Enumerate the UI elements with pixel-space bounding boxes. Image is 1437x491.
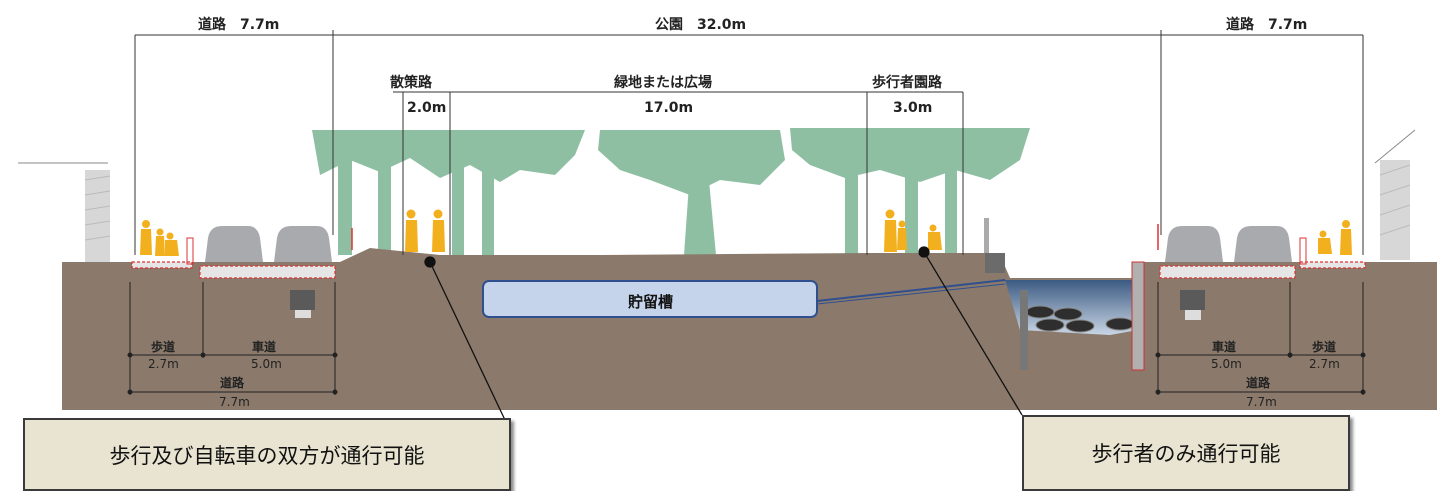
bottom-dimension-lines (127, 282, 1366, 395)
park-width-label: 公園 32.0m (655, 17, 747, 33)
left-road-label: 道路 (220, 376, 245, 390)
tank-pipe (816, 279, 1006, 302)
right-sidewalk-width: 2.7m (1309, 357, 1340, 371)
park-trees (312, 128, 1030, 255)
road-right (1159, 261, 1366, 320)
right-road-label: 道路 (1246, 376, 1271, 390)
right-road-width: 7.7m (1246, 395, 1277, 409)
left-sidewalk-label: 歩道 (151, 340, 176, 354)
storage-tank (482, 280, 818, 318)
callout-bike-and-pedestrian: 歩行及び自転車の双方が通行可能 (23, 418, 511, 491)
building-left (18, 162, 111, 262)
top-dimension-lines (134, 30, 1364, 255)
road-right-top-label: 道路 7.7m (1226, 17, 1308, 33)
promenade-label: 散策路 (390, 75, 432, 91)
pedestrian-path-label: 歩行者園路 (872, 75, 942, 91)
callout-pedestrian-only: 歩行者のみ通行可能 (1022, 415, 1350, 491)
posts (186, 218, 1307, 273)
right-carriageway-width: 5.0m (1211, 357, 1242, 371)
callout-leaders (424, 246, 1023, 421)
people (140, 209, 1352, 256)
promenade-width: 2.0m (407, 100, 447, 116)
right-sidewalk-label: 歩道 (1312, 340, 1337, 354)
cars (205, 226, 1292, 262)
left-road-width: 7.7m (219, 395, 250, 409)
left-sidewalk-width: 2.7m (148, 357, 179, 371)
pedestrian-path-width: 3.0m (893, 100, 933, 116)
left-carriageway-width: 5.0m (251, 357, 282, 371)
right-carriageway-label: 車道 (1212, 340, 1237, 354)
building-right (1374, 129, 1416, 260)
left-carriageway-label: 車道 (252, 340, 277, 354)
road-left-top-label: 道路 7.7m (198, 17, 280, 33)
road-left (131, 261, 336, 318)
water-channel (1005, 261, 1145, 371)
green-space-width: 17.0m (644, 100, 694, 116)
green-space-label: 緑地または広場 (614, 75, 712, 91)
storage-tank-label: 貯留槽 (628, 293, 674, 311)
